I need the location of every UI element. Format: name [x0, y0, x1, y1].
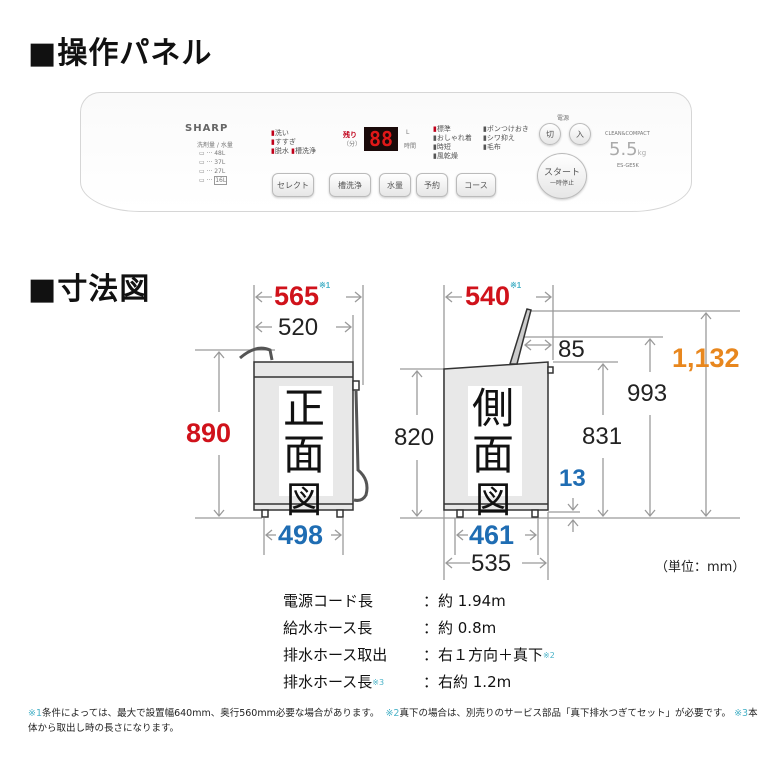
- spec-label: 排水ホース長: [283, 673, 373, 691]
- front-foot-width: 498: [278, 520, 324, 550]
- footnote-2-cont: が必要です。: [674, 708, 732, 719]
- footnotes: ※1条件によっては、最大で設置幅640mm、奥行560mm必要な場合があります。…: [28, 706, 758, 736]
- front-label-char: 図: [285, 480, 322, 521]
- spec-value: ：右約 1.2m: [423, 673, 512, 691]
- power-off-button[interactable]: 切: [539, 123, 561, 145]
- series-name: CLEAN&COMPACT: [605, 131, 650, 137]
- extension-lines: [195, 285, 740, 580]
- course-quick: 時短: [436, 143, 451, 151]
- water-levels: ▭ ··· 48L ▭ ··· 37L ▭ ··· 27L ▭ ··· 16L: [199, 150, 228, 185]
- course-button[interactable]: コース: [456, 173, 496, 197]
- start-pause-button[interactable]: スタート 一時停止: [537, 153, 587, 199]
- front-max-width: 565※1: [274, 281, 330, 312]
- water-level-button[interactable]: 水量: [379, 173, 411, 197]
- spec-label: 給水ホース長: [283, 619, 373, 637]
- process-spin: 脱水: [274, 147, 289, 155]
- side-foot-depth: 461: [469, 520, 515, 550]
- panel-section-title: ■操作パネル: [28, 36, 213, 71]
- spec-row: 排水ホース取出 ：右１方向＋真下※2: [283, 642, 555, 669]
- side-height-lid-edge: 993: [627, 380, 668, 408]
- course-labels: ▮標準 ▮おしゃれ着 ▮時短 ▮風乾燥: [433, 125, 472, 160]
- capacity-value: 5.5: [609, 139, 638, 160]
- spec-value: ：約 0.8m: [423, 619, 497, 637]
- remaining-label: 残り: [343, 131, 357, 139]
- note-mark: ※1: [319, 281, 331, 290]
- side-label-char: 面: [471, 430, 514, 479]
- control-panel: SHARP 洗剤量 / 水量 ▭ ··· 48L ▭ ··· 37L ▭ ···…: [80, 92, 692, 212]
- side-view-label: 側 面 図: [468, 384, 522, 521]
- display-unit-liter: L: [406, 129, 410, 136]
- footnote-1: 条件によっては、最大で設置幅640mm、奥行560mm必要な場合があります。: [42, 708, 380, 719]
- power-on-button[interactable]: 入: [569, 123, 591, 145]
- dimension-arrows: [213, 291, 712, 569]
- note-mark: ※1: [28, 708, 43, 719]
- note-mark: ※3: [734, 708, 749, 719]
- spec-row: 電源コード長 ：約 1.94m: [283, 588, 555, 615]
- tub-clean-button[interactable]: 槽洗浄: [329, 173, 371, 197]
- note-mark: ※2: [385, 708, 400, 719]
- side-max-depth-value: 540: [465, 281, 511, 311]
- water-level: 37L: [214, 159, 226, 166]
- footnote-2: 真下の場合は、別売りのサービス部品「真下排水つぎてセット」: [399, 708, 675, 719]
- side-depth: 535: [471, 550, 512, 577]
- process-wash: 洗い: [274, 129, 289, 137]
- front-label-char: 正: [282, 384, 325, 433]
- course-standard: 標準: [436, 125, 451, 133]
- front-view-label: 正 面 図: [279, 384, 333, 521]
- side-label-char: 側: [471, 384, 514, 433]
- dimension-section-title: ■寸法図: [28, 272, 151, 307]
- select-button[interactable]: セレクト: [272, 173, 314, 197]
- front-label-char: 面: [282, 430, 325, 479]
- process-tub-clean: 槽洗浄: [294, 147, 316, 155]
- spec-value: ：約 1.94m: [423, 592, 506, 610]
- brand-logo: SHARP: [185, 123, 229, 134]
- capacity-unit: kg: [637, 149, 647, 157]
- power-label: 電源: [557, 115, 570, 122]
- timer-button[interactable]: 予約: [416, 173, 448, 197]
- front-max-width-value: 565: [274, 281, 320, 311]
- display-unit-time: 時間: [404, 143, 417, 150]
- pause-label: 一時停止: [549, 180, 574, 187]
- water-level: 48L: [214, 150, 226, 157]
- model-number: ES-GE5K: [617, 163, 639, 169]
- note-mark: ※3: [372, 678, 385, 687]
- spec-label: 電源コード長: [283, 592, 374, 610]
- process-rinse: すすぎ: [274, 138, 296, 146]
- course-wrinkle: シワ抑え: [486, 134, 515, 142]
- process-labels: ▮洗い ▮すすぎ ▮脱水 ▮槽洗浄: [271, 129, 316, 155]
- floor-clearance: 13: [559, 465, 586, 492]
- dimension-drawing: [195, 285, 740, 580]
- side-height-left: 820: [394, 424, 435, 452]
- spec-label: 排水ホース取出: [283, 646, 388, 664]
- side-label-char: 図: [474, 480, 511, 521]
- water-level: 16L: [214, 176, 228, 185]
- course-delicate: おしゃれ着: [436, 134, 472, 142]
- water-level: 27L: [214, 168, 226, 175]
- side-height-body: 831: [582, 423, 623, 451]
- course-blanket: 毛布: [486, 143, 501, 151]
- course-air-dry: 風乾燥: [436, 152, 458, 160]
- course-soak: ポンつけおき: [486, 125, 529, 133]
- side-height-lid-open: 1,132: [672, 343, 740, 373]
- lid-offset: 85: [558, 336, 585, 363]
- note-mark: ※2: [543, 651, 555, 660]
- spec-value: ：右１方向＋真下: [423, 646, 544, 664]
- digital-display: 88: [364, 127, 398, 151]
- water-label: 洗剤量 / 水量: [197, 142, 233, 149]
- spec-row: 排水ホース長※3 ：右約 1.2m: [283, 669, 555, 696]
- start-label: スタート: [543, 168, 580, 178]
- course-labels-2: ▮ポンつけおき ▮シワ抑え ▮毛布: [483, 125, 529, 151]
- remaining-unit: （分）: [343, 141, 362, 148]
- note-mark: ※1: [510, 281, 522, 290]
- spec-list: 電源コード長 ：約 1.94m 給水ホース長 ：約 0.8m 排水ホース取出 ：右１方…: [283, 588, 555, 696]
- unit-label: （単位：mm）: [655, 560, 746, 575]
- spec-row: 給水ホース長 ：約 0.8m: [283, 615, 555, 642]
- footnote-3: 本体から取出し時の長さになります。: [28, 708, 758, 734]
- front-width: 520: [278, 314, 319, 341]
- capacity: 5.5kg: [609, 139, 646, 160]
- side-max-depth: 540※1: [465, 281, 521, 312]
- front-height: 890: [186, 418, 232, 448]
